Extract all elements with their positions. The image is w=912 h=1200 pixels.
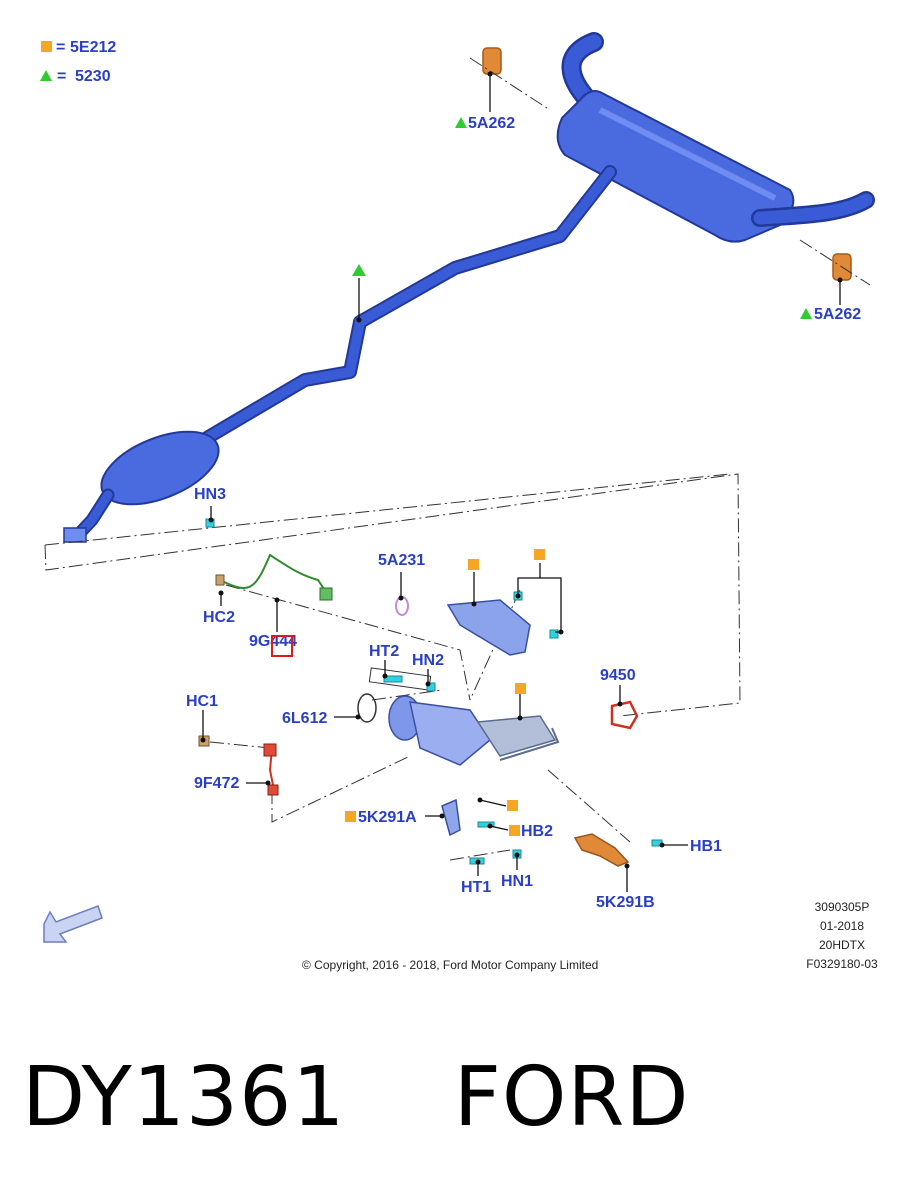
- part-caption: DY1361 FORD: [22, 1050, 690, 1145]
- caption-brand: FORD: [453, 1050, 690, 1145]
- clip-ht2-icon: [383, 675, 403, 683]
- label-hb1: HB1: [690, 838, 722, 855]
- drawing-meta: 3090305P 01-2018 20HDTX F0329180-03: [806, 900, 878, 971]
- rear-muffler: [556, 32, 875, 243]
- square-marker-icon: [515, 683, 526, 694]
- hanger-top-icon: [482, 47, 502, 75]
- label-hc2: HC2: [203, 609, 235, 626]
- legend-square-code: 5E212: [70, 39, 116, 56]
- label-hn2: HN2: [412, 652, 444, 669]
- square-marker-icon: [345, 811, 356, 822]
- meta-engine: 20HDTX: [819, 938, 865, 952]
- direction-arrow-icon: [43, 905, 103, 943]
- legend-triangle-icon: [40, 70, 52, 81]
- leader-lines: [200, 71, 843, 892]
- svg-text:=: =: [56, 39, 65, 56]
- triangle-marker-icon: [455, 117, 467, 128]
- fasteners: [205, 518, 663, 865]
- label-9g444: 9G444: [249, 633, 297, 650]
- label-5k291a: 5K291A: [358, 809, 417, 826]
- upper-heat-shield: [446, 599, 531, 656]
- label-ht1: HT1: [461, 879, 491, 896]
- catalytic-converter: [388, 695, 560, 766]
- bracket-5k291b-icon: [573, 833, 630, 867]
- clip-hn2-icon: [426, 682, 436, 692]
- bracket-5k291a-icon: [441, 798, 461, 837]
- clip-hb2-icon: [477, 821, 495, 828]
- intermediate-pipe: [63, 165, 617, 543]
- svg-text:=: =: [57, 68, 66, 85]
- sensor-9g444-icon: [215, 553, 333, 601]
- gasket-6l612-icon: [357, 693, 377, 723]
- assembly-lines: [44, 57, 871, 861]
- label-hanger-right: 5A262: [814, 306, 861, 323]
- clip-right-lower-icon: [549, 629, 559, 639]
- label-hn3: HN3: [194, 486, 226, 503]
- label-9450: 9450: [600, 667, 636, 684]
- label-9f472: 9F472: [194, 775, 239, 792]
- caption-part-number: DY1361: [22, 1050, 346, 1145]
- markers: [345, 117, 812, 836]
- label-5a231: 5A231: [378, 552, 425, 569]
- square-marker-icon: [468, 559, 479, 570]
- meta-date: 01-2018: [820, 919, 864, 933]
- exhaust-system-diagram: = 5E212 = 5230: [40, 32, 878, 972]
- label-ht2: HT2: [369, 643, 399, 660]
- part-labels: 5A262 5A262 HN3 HC2 9G444 5A231 HT2 HN2 …: [186, 115, 861, 911]
- triangle-marker-icon: [352, 264, 366, 276]
- legend: = 5E212 = 5230: [40, 39, 116, 85]
- gasket-9450-icon: [610, 700, 639, 730]
- label-hc1: HC1: [186, 693, 218, 710]
- legend-triangle-code: 5230: [75, 68, 111, 85]
- copyright-text: © Copyright, 2016 - 2018, Ford Motor Com…: [302, 958, 598, 972]
- square-marker-icon: [509, 825, 520, 836]
- highlight-box: [271, 635, 293, 657]
- label-hn1: HN1: [501, 873, 533, 890]
- meta-figure: F0329180-03: [806, 957, 878, 971]
- square-marker-icon: [507, 800, 518, 811]
- meta-code: 3090305P: [815, 900, 870, 914]
- square-marker-icon: [534, 549, 545, 560]
- triangle-marker-icon: [800, 308, 812, 319]
- label-5k291b: 5K291B: [596, 894, 655, 911]
- label-6l612: 6L612: [282, 710, 327, 727]
- label-hb2: HB2: [521, 823, 553, 840]
- legend-square-icon: [41, 41, 52, 52]
- label-hanger-top: 5A262: [468, 115, 515, 132]
